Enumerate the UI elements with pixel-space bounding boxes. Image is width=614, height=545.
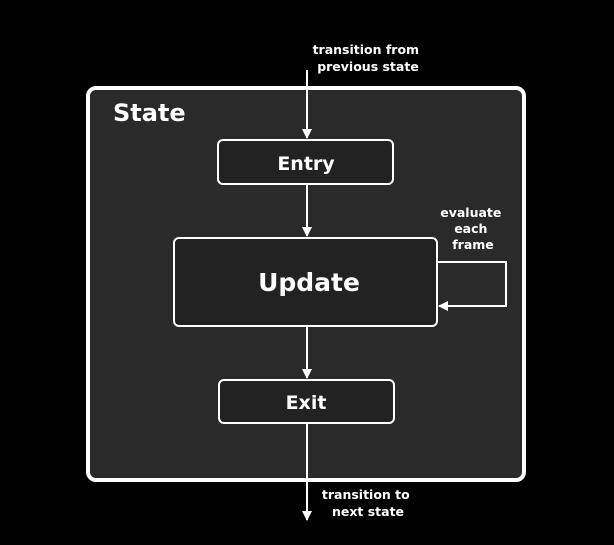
entry-label: Entry [277,153,335,175]
incoming-label-line-1: transition from [313,42,420,57]
update-label: Update [258,268,360,297]
update-box [173,237,438,327]
outgoing-label-line-2: next state [332,504,404,519]
self-loop-arrow [437,261,507,311]
self-loop-line-2: each [454,221,487,236]
state-title: State [113,99,186,127]
outgoing-transition-label: transition to next state [322,487,414,519]
incoming-transition-label: transition from previous state [313,42,424,74]
entry-box [217,139,394,185]
self-loop-label: evaluate each frame [440,205,506,252]
outgoing-label-line-1: transition to [322,487,410,502]
self-loop-line-1: evaluate [440,205,501,220]
exit-label: Exit [286,392,327,414]
self-loop-line-3: frame [452,237,494,252]
incoming-label-line-2: previous state [317,59,419,74]
